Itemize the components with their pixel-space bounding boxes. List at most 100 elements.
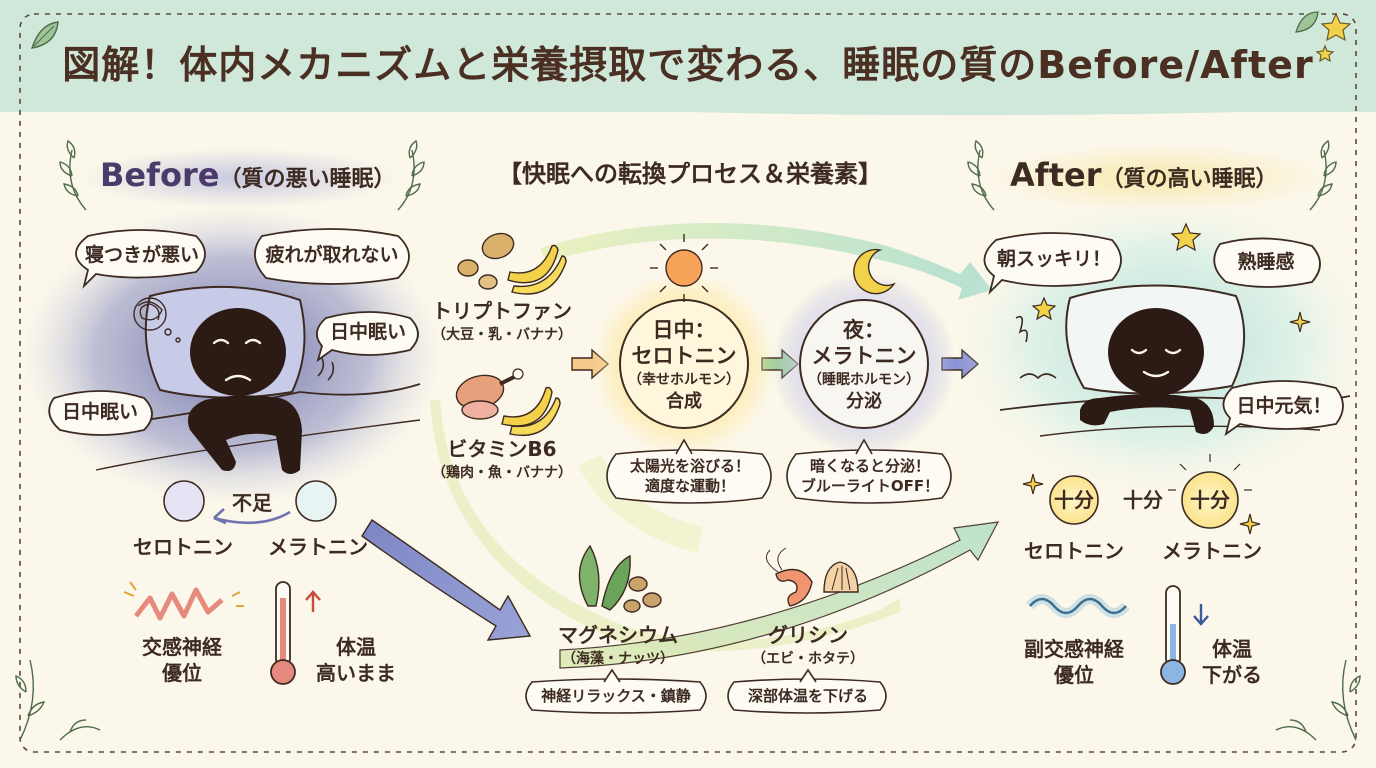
night-note-bubble (786, 449, 952, 504)
sympathetic-nerve-zigzag-icon (123, 581, 244, 621)
before-temp-line1: 体温 (336, 635, 376, 659)
parasympathetic-wave-icon (1026, 594, 1130, 618)
before-thermometer-icon (270, 581, 296, 685)
parasympathetic-line1: 副交感神経 (1024, 637, 1124, 661)
before-melatonin-label: メラトニン (268, 535, 368, 559)
banana-icon (507, 244, 567, 295)
process-heading: 【快眠への転換プロセス＆栄養素】 (498, 160, 882, 188)
header-leaf-icon (30, 21, 59, 49)
shrimp-icon (765, 547, 813, 607)
before-worried-face (212, 338, 262, 382)
corner-vine-left-icon (15, 659, 101, 741)
night-melatonin-circle (799, 299, 929, 429)
after-bubble-shapes (983, 232, 1344, 437)
before-laurel-right-icon (397, 139, 425, 211)
glycine-note-bubble (727, 678, 887, 714)
deficit-arrow-icon (213, 508, 291, 525)
tangled-thoughts-icon (133, 297, 181, 343)
after-bubble-1: 朝スッキリ！ (996, 248, 1112, 270)
after-peaceful-face (1130, 348, 1182, 378)
day-label-line3: （幸せホルモン） (628, 372, 740, 388)
process-to-after-arrow (559, 521, 1000, 669)
before-bubble-1: 寝つきが悪い (84, 244, 200, 266)
soybean-icon (457, 232, 515, 290)
before-serotonin-label: セロトニン (133, 535, 233, 559)
after-heading: After（質の高い睡眠） (1010, 157, 1277, 194)
deficit-label: 不足 (232, 491, 272, 515)
tryptophan-label: トリプトファン (432, 299, 572, 323)
temp-down-arrow-icon (1193, 604, 1209, 626)
before-bubble-4: 日中眠い (61, 401, 139, 423)
scallop-icon (823, 561, 859, 593)
before-serotonin-orb (163, 480, 205, 522)
before-sleeper-silhouette (187, 308, 302, 474)
night-label-line2: メラトニン (811, 344, 917, 368)
after-thermometer-icon (1160, 585, 1186, 685)
sun-icon (650, 234, 718, 302)
chicken-leg-icon (455, 368, 524, 410)
before-laurel-left-icon (59, 139, 87, 211)
header-leaf-right-icon (1295, 11, 1319, 33)
after-temp-line2: 下がる (1202, 663, 1262, 687)
before-melatonin-orb (295, 480, 337, 522)
before-bubble-2: 疲れが取れない (265, 244, 399, 266)
before-bubble-3: 日中眠い (329, 321, 407, 343)
magnesium-label: マグネシウム (558, 623, 678, 647)
vitamin-b6-sources: （鶏肉・魚・バナナ） (432, 465, 572, 481)
before-heading: Before（質の悪い睡眠） (100, 157, 396, 194)
glycine-label: グリシン (768, 623, 848, 647)
night-note-line1: 暗くなると分泌！ (809, 457, 931, 475)
sympathetic-line2: 優位 (162, 661, 202, 685)
after-laurel-right-icon (1309, 139, 1337, 211)
night-label-line3: （睡眠ホルモン） (808, 372, 920, 388)
before-heading-sub: （質の悪い睡眠） (219, 167, 396, 192)
after-melatonin-label: メラトニン (1162, 539, 1262, 563)
day-note-line1: 太陽光を浴びる！ (629, 457, 751, 475)
after-badge-right-text: 十分 (1190, 488, 1230, 512)
magnesium-note: 神経リラックス・鎮静 (541, 687, 691, 705)
parasympathetic-line2: 優位 (1054, 663, 1094, 687)
moon-icon (853, 248, 896, 295)
before-heading-text: Before (100, 156, 220, 194)
night-label-line4: 分泌 (846, 391, 882, 412)
day-label-line1: 日中： (652, 318, 716, 342)
after-serotonin-label: セロトニン (1024, 539, 1124, 563)
after-laurel-left-icon (967, 139, 995, 211)
temp-up-arrow-icon (305, 590, 321, 612)
magnesium-sources: （海藻・ナッツ） (562, 651, 674, 667)
after-sparkle-icons (1022, 222, 1311, 535)
header-stars-icon (1315, 12, 1352, 63)
tryptophan-sources: （大豆・乳・バナナ） (432, 327, 572, 343)
before-bubble-shapes (48, 228, 419, 436)
fish-icon (461, 400, 499, 420)
magnesium-note-bubble (525, 678, 707, 714)
cycle-arc-bottom (430, 400, 900, 652)
nuts-icon (623, 576, 662, 613)
page-title: 図解！体内メカニズムと栄養摂取で変わる、睡眠の質のBefore/After (62, 43, 1314, 87)
day-note-bubble (606, 449, 772, 504)
after-between-text: 十分 (1123, 488, 1163, 512)
cycle-arc-top (540, 222, 992, 300)
after-heading-text: After (1010, 156, 1102, 194)
before-restless-marks (317, 357, 335, 381)
after-heading-sub: （質の高い睡眠） (1101, 167, 1278, 192)
glycine-note: 深部体温を下げる (747, 687, 869, 705)
after-temp-line1: 体温 (1212, 637, 1252, 661)
after-badge-left (1049, 475, 1099, 525)
sympathetic-line1: 交感神経 (142, 635, 222, 659)
after-bubble-2: 熟睡感 (1237, 251, 1295, 273)
before-to-process-arrow (361, 519, 532, 641)
after-bubble-3: 日中元気！ (1236, 395, 1332, 417)
day-note-line2: 適度な運動！ (644, 477, 736, 495)
seaweed-icon (578, 544, 631, 611)
night-note-line2: ブルーライトOFF！ (800, 477, 940, 495)
glycine-sources: （エビ・ホタテ） (752, 651, 864, 667)
banana-b6-icon (501, 386, 561, 436)
before-heading-blob (80, 148, 400, 208)
after-badge-left-text: 十分 (1054, 488, 1094, 512)
corner-vine-right-icon (1275, 659, 1361, 741)
day-label-line4: 合成 (666, 391, 702, 412)
day-label-line2: セロトニン (631, 344, 737, 368)
